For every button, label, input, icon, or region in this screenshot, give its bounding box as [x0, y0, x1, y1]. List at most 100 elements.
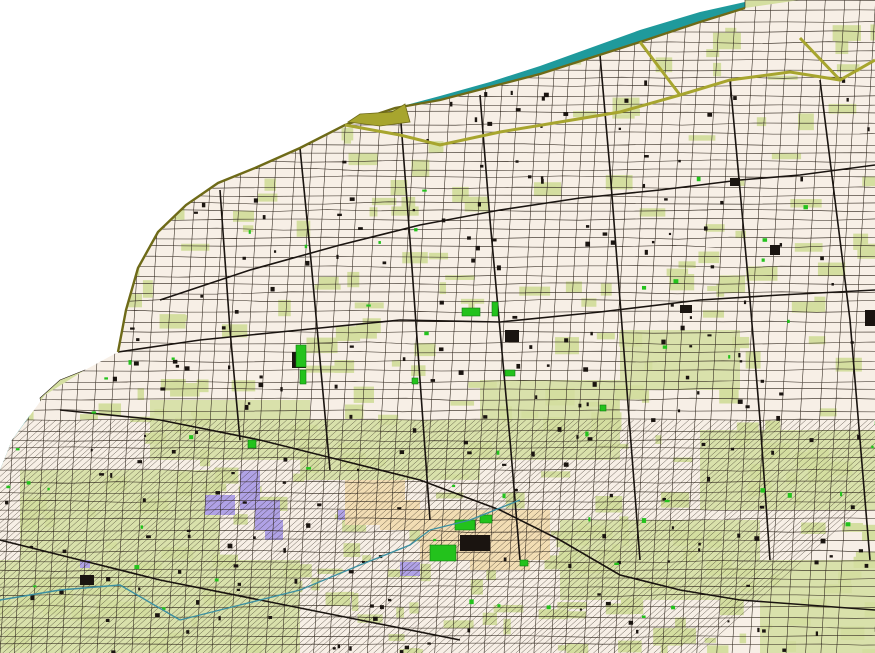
grass-parcel — [257, 193, 278, 202]
road — [599, 54, 641, 561]
building — [13, 268, 17, 274]
green-dot — [6, 485, 11, 489]
green-dot — [306, 467, 312, 470]
building — [200, 294, 204, 298]
grass-parcel — [819, 408, 837, 417]
grass-parcel — [335, 326, 361, 342]
grass-parcel — [620, 598, 644, 615]
building — [99, 473, 104, 476]
building — [689, 345, 693, 348]
grass-parcel — [808, 336, 826, 345]
grass-parcel — [232, 145, 254, 151]
green-dot — [585, 431, 589, 437]
building — [283, 457, 288, 462]
grass-parcel — [870, 24, 875, 41]
building — [231, 471, 235, 475]
grass-parcel — [104, 144, 128, 153]
grass-parcel — [142, 280, 153, 298]
building — [438, 347, 444, 352]
building — [113, 343, 119, 347]
grass-parcel — [688, 135, 716, 141]
town — [505, 330, 519, 342]
building — [94, 352, 98, 357]
grass-parcel — [452, 186, 469, 203]
building — [680, 325, 685, 331]
building — [771, 450, 775, 455]
grass-parcel — [344, 404, 364, 420]
building — [644, 155, 649, 158]
grass-parcel — [791, 301, 820, 313]
grass-parcel — [2, 356, 12, 369]
road — [479, 94, 521, 561]
building — [587, 437, 593, 441]
building — [707, 476, 711, 482]
building — [754, 536, 760, 541]
grass-parcel — [32, 88, 42, 94]
building — [59, 590, 64, 595]
building — [597, 593, 601, 596]
grass-parcel — [306, 337, 338, 354]
building — [60, 317, 64, 323]
grass-parcel — [133, 86, 143, 92]
building — [195, 430, 199, 435]
road — [299, 147, 331, 471]
grass-parcel — [109, 101, 129, 111]
building — [609, 493, 613, 498]
green-dot — [433, 538, 437, 542]
building — [737, 399, 743, 404]
building — [144, 434, 147, 437]
green-dot — [761, 258, 765, 262]
building — [685, 375, 690, 380]
grass-parcel — [666, 268, 689, 276]
town — [460, 535, 490, 551]
grass-parcel — [617, 640, 642, 653]
building — [739, 360, 743, 363]
building — [618, 127, 622, 130]
building — [337, 213, 342, 217]
building — [370, 604, 374, 608]
building — [358, 227, 363, 230]
grass-parcel — [707, 645, 729, 653]
building — [305, 260, 310, 266]
grass-parcel — [486, 564, 496, 581]
building — [193, 211, 198, 214]
grass-parcel — [725, 27, 737, 33]
road — [159, 164, 875, 301]
grass-parcel — [798, 113, 814, 131]
building — [782, 648, 787, 652]
building — [399, 650, 404, 653]
building — [757, 627, 760, 633]
grass-parcel — [314, 284, 341, 290]
canal — [429, 499, 521, 531]
building — [349, 414, 353, 419]
grass-parcel — [98, 403, 122, 416]
grass-parcel — [605, 603, 635, 615]
green-patch — [479, 514, 493, 524]
building — [628, 620, 634, 625]
grass-parcel — [732, 336, 750, 349]
grass-parcel — [565, 281, 582, 293]
grass-parcel — [739, 633, 747, 644]
grass-parcel — [713, 62, 722, 77]
road — [219, 189, 241, 441]
building — [30, 595, 35, 601]
green-patch — [299, 369, 307, 385]
grass-parcel — [702, 310, 725, 318]
building — [458, 370, 464, 375]
green-dot — [248, 230, 251, 234]
building — [9, 348, 15, 353]
grass-parcel — [79, 414, 98, 420]
building — [483, 415, 488, 419]
grass-parcel — [429, 252, 449, 260]
canals — [0, 499, 521, 621]
grass-parcel — [520, 7, 549, 19]
green-patch — [504, 369, 516, 377]
building — [356, 468, 360, 472]
building — [342, 160, 347, 164]
building — [583, 367, 589, 372]
green-dot — [469, 599, 474, 605]
grass-parcel — [0, 79, 9, 92]
grass-parcel — [719, 387, 739, 404]
